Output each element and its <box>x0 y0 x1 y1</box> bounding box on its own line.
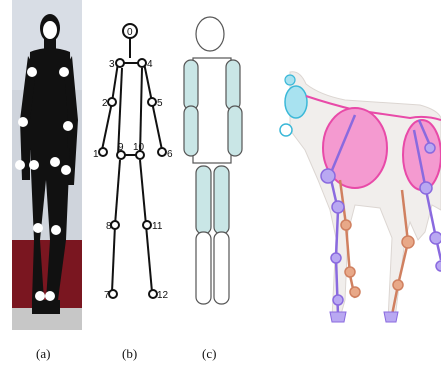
marker-right-hand <box>61 165 71 175</box>
label-right-hand: 6 <box>167 149 173 160</box>
model-left-upper-arm <box>184 60 198 110</box>
marker-right-shoulder <box>59 67 69 77</box>
horse-joint-orange-4 <box>402 236 414 248</box>
model-left-forearm <box>184 106 198 156</box>
horse-hoof-back <box>384 312 398 322</box>
horse-joint-orange-2 <box>345 267 355 277</box>
model-right-forearm <box>228 106 242 156</box>
horse-joint-orange-1 <box>341 220 351 230</box>
horse-joint-front-fetlock <box>333 295 343 305</box>
horse-hoof-front <box>330 312 346 322</box>
joint-left-knee <box>111 221 119 229</box>
marker-left-shoulder <box>27 67 37 77</box>
marker-left-hip <box>29 160 39 170</box>
model-right-shin <box>214 232 229 304</box>
model-left-thigh <box>196 166 211 234</box>
joint-left-hand <box>99 148 107 156</box>
label-right-hip: 10 <box>133 142 145 153</box>
marker-right-knee <box>51 225 61 235</box>
horse-hip-sphere <box>403 120 441 190</box>
caption-b: (b) <box>122 346 137 362</box>
joint-right-knee <box>143 221 151 229</box>
marker-left-knee <box>33 223 43 233</box>
horse-muzzle <box>280 124 292 136</box>
joint-right-shoulder <box>138 59 146 67</box>
label-left-elbow: 2 <box>102 98 108 109</box>
marker-left-foot <box>35 291 45 301</box>
horse-ear <box>285 75 295 85</box>
marker-head <box>43 21 57 39</box>
marker-right-foot <box>45 291 55 301</box>
joint-left-elbow <box>108 98 116 106</box>
panel-a-photo <box>12 0 82 330</box>
joint-right-hand <box>158 148 166 156</box>
marker-right-elbow <box>63 121 73 131</box>
model-right-thigh <box>214 166 229 234</box>
model-right-upper-arm <box>226 60 240 110</box>
model-left-shin <box>196 232 211 304</box>
panel-b-labels: 0 3 4 2 5 1 6 9 10 8 11 7 12 <box>93 27 173 301</box>
horse-joint-hip <box>420 182 432 194</box>
horse-joint-front-elbow <box>332 201 344 213</box>
label-left-foot: 7 <box>104 290 110 301</box>
panel-c-body-model <box>184 17 242 304</box>
horse-joint-front-knee <box>331 253 341 263</box>
model-head <box>196 17 224 51</box>
caption-c: (c) <box>202 346 216 362</box>
joint-right-foot <box>149 290 157 298</box>
panel-d-horse-model <box>280 72 441 322</box>
marker-right-hip <box>50 157 60 167</box>
label-left-hand: 1 <box>93 149 99 160</box>
joint-left-foot <box>109 290 117 298</box>
marker-left-elbow <box>18 117 28 127</box>
horse-joint-orange-5 <box>393 280 403 290</box>
marker-left-hand <box>15 160 25 170</box>
label-right-shoulder: 4 <box>147 59 153 70</box>
horse-joint-orange-3 <box>350 287 360 297</box>
joint-right-elbow <box>148 98 156 106</box>
joint-left-shoulder <box>116 59 124 67</box>
label-head: 0 <box>127 27 133 38</box>
horse-head <box>285 86 307 118</box>
horse-joint-tail <box>425 143 435 153</box>
horse-joint-shoulder <box>321 169 335 183</box>
label-right-elbow: 5 <box>157 98 163 109</box>
label-left-hip: 9 <box>118 142 124 153</box>
label-left-shoulder: 3 <box>109 59 115 70</box>
horse-joint-back-knee <box>430 232 441 244</box>
caption-a: (a) <box>36 346 50 362</box>
horse-joint-back-hock <box>436 261 441 271</box>
model-torso <box>193 58 231 163</box>
label-left-knee: 8 <box>106 221 112 232</box>
label-right-knee: 11 <box>152 221 163 232</box>
label-right-foot: 12 <box>157 290 169 301</box>
horse-body <box>290 72 441 320</box>
